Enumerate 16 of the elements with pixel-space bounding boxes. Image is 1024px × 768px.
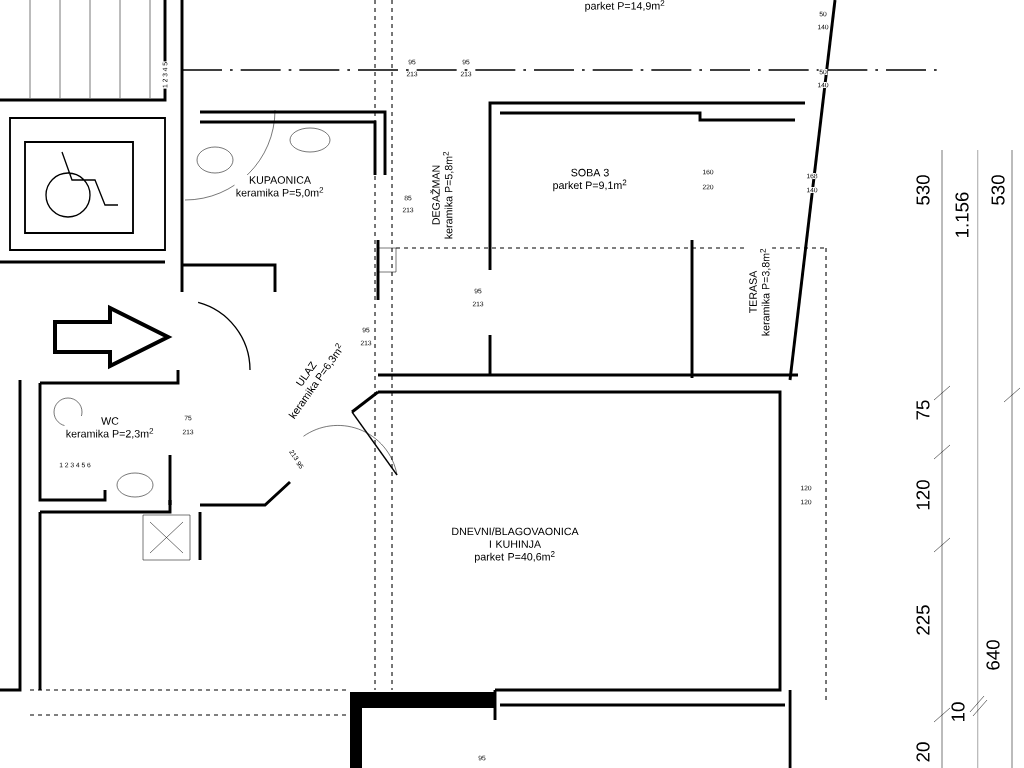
- dimension-text: 120: [915, 478, 931, 512]
- room-label: SOBA 3 parket P=9,1m$^{2}$: [551, 167, 629, 193]
- room-label: KUPAONICA keramika P=5,0m$^{2}$: [234, 174, 326, 200]
- room-label: DNEVNI/BLAGOVAONICA I KUHINJA parket P=40,6m$^{2}$: [447, 526, 583, 564]
- room-label: WC keramika P=2,3m$^{2}$: [64, 415, 156, 441]
- dimension-text: 530: [990, 173, 1006, 207]
- dimension-text: 1.156: [954, 191, 970, 240]
- dimension-text: 530: [915, 173, 931, 207]
- room-label: TERASA keramika P=3,8m$^{2}$: [747, 246, 773, 338]
- dimension-text: 20: [915, 740, 931, 764]
- dimension-text: 225: [915, 603, 931, 637]
- dimension-text: 10: [950, 700, 966, 724]
- dimension-text: 75: [915, 398, 931, 422]
- room-label: DEGAŽMAN keramika P=5,8m$^{2}$: [429, 149, 455, 241]
- room-label: parket P=14,9m$^{2}$: [583, 0, 667, 14]
- dimension-text: 640: [985, 638, 1001, 672]
